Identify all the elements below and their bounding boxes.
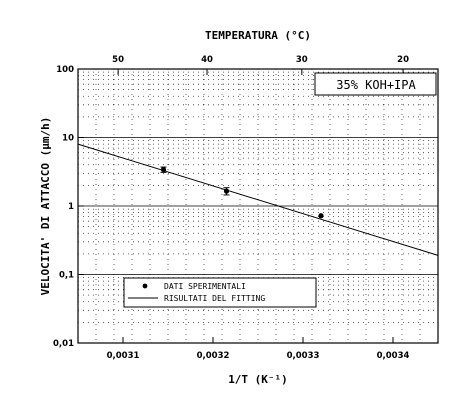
legend: DATI SPERIMENTALI RISULTATI DEL FITTING [123, 277, 317, 308]
y-tick-label: 0,01 [53, 339, 74, 349]
top-axis-title: TEMPERATURA (°C) [205, 29, 311, 42]
annotation-text: 35% KOH+IPA [336, 78, 416, 92]
top-temperature-ticks: 50 40 30 20 [112, 55, 409, 75]
x-tick-label: 0,0034 [377, 351, 410, 361]
y-axis-title: VELOCITA' DI ATTACCO (µm/h) [39, 117, 52, 296]
y-tick-label: 10 [62, 134, 74, 144]
points-layer [160, 166, 324, 219]
top-tick-label: 40 [201, 55, 213, 65]
x-axis-title: 1/T (K⁻¹) [228, 373, 288, 386]
x-tick-label: 0,0032 [197, 351, 230, 361]
data-point [318, 213, 324, 219]
data-point [160, 166, 167, 173]
fit-line [77, 143, 439, 256]
top-tick-label: 50 [112, 55, 124, 65]
x-tick-label: 0,0031 [107, 351, 140, 361]
legend-label-points: DATI SPERIMENTALI [164, 282, 246, 291]
y-tick-label: 0,1 [59, 271, 74, 281]
y-axis-ticks: 0,01 0,1 1 10 100 [53, 65, 84, 349]
top-tick-label: 30 [296, 55, 308, 65]
annotation-box: 35% KOH+IPA [314, 72, 437, 96]
y-tick-label: 100 [56, 65, 74, 75]
annotation-frame [314, 72, 437, 96]
fit-layer [77, 143, 439, 256]
top-tick-label: 20 [397, 55, 409, 65]
x-axis-ticks: 0,0031 0,0032 0,0033 0,0034 [107, 337, 410, 361]
legend-label-line: RISULTATI DEL FITTING [164, 294, 265, 303]
legend-marker-points [142, 283, 148, 289]
y-tick-label: 1 [68, 202, 74, 212]
data-point [223, 188, 230, 194]
x-tick-label: 0,0033 [287, 351, 320, 361]
legend-frame [123, 277, 317, 308]
